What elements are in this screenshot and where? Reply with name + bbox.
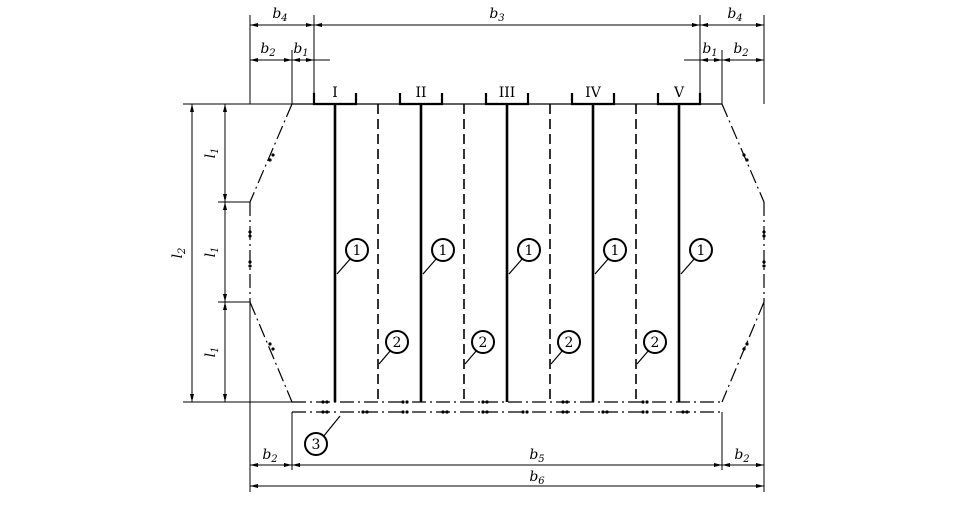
- marker-1-label-d: 1: [611, 243, 620, 259]
- dim-l1-bottom: l1: [203, 347, 221, 358]
- dim-l1-top: l1: [203, 148, 221, 159]
- marker-3-label: 3: [312, 437, 321, 453]
- dim-b4-left: b4: [272, 6, 287, 24]
- left-arrowheads: [190, 104, 227, 402]
- dim-b6: b6: [529, 469, 545, 487]
- marker-1-label-a: 1: [353, 243, 362, 259]
- column-label-2: II: [415, 85, 426, 101]
- dim-b2-top-left: b2: [260, 41, 275, 59]
- column-label-5: V: [673, 85, 685, 101]
- dashed-verticals: [377, 104, 637, 402]
- left-dimension-lines: [183, 103, 292, 403]
- marker-2-label-c: 2: [565, 335, 574, 351]
- marker-2-label-b: 2: [479, 335, 488, 351]
- dim-b1-left: b1: [293, 41, 308, 59]
- dim-b5: b5: [529, 447, 544, 465]
- marker-2-label-d: 2: [651, 335, 660, 351]
- marker-1-callouts: [336, 257, 696, 275]
- column-label-3: III: [499, 85, 516, 101]
- bottom-dimension-lines: [249, 302, 765, 492]
- solid-verticals: [333, 104, 681, 402]
- marker-2-callouts: [378, 349, 650, 365]
- marker-1-label-e: 1: [697, 243, 706, 259]
- dim-b3: b3: [489, 6, 504, 24]
- marker-3-leader: [322, 415, 341, 438]
- dim-b1-right: b1: [702, 41, 717, 59]
- marker-2-circles: [385, 330, 667, 354]
- column-label-1: I: [332, 85, 338, 101]
- boundary-dots: [248, 153, 766, 414]
- dim-b2-top-right: b2: [733, 41, 748, 59]
- column-label-4: IV: [585, 85, 602, 101]
- marker-1-circles: [345, 238, 713, 262]
- marker-1-label-c: 1: [525, 243, 534, 259]
- dim-l2: l2: [170, 248, 188, 259]
- dim-b4-right: b4: [727, 6, 742, 24]
- marker-2-label-a: 2: [393, 335, 402, 351]
- top-arrowheads: [250, 23, 764, 62]
- marker-3-circle: [304, 432, 328, 456]
- bottom-arrowheads: [250, 463, 764, 488]
- marker-1-label-b: 1: [439, 243, 448, 259]
- dim-l1-middle: l1: [203, 247, 221, 258]
- dim-b2-bottom-left: b2: [262, 447, 277, 465]
- channel-brackets: [312, 93, 702, 106]
- dim-b2-bottom-right: b2: [734, 447, 749, 465]
- bottom-chain: [292, 401, 722, 413]
